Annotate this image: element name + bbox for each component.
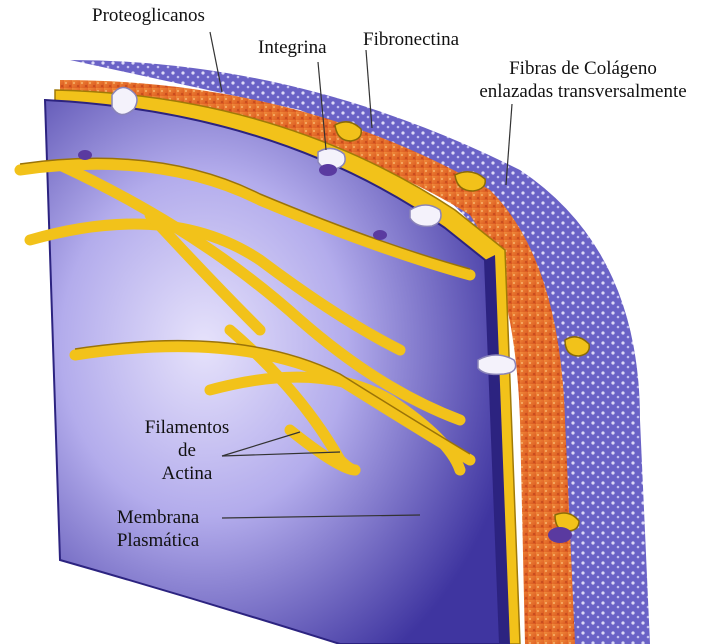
label-filamentos-line-1: Filamentos: [132, 416, 242, 439]
label-filamentos-line-3: Actina: [132, 462, 242, 485]
label-fibras-line-1: Fibras de Colágeno: [458, 57, 708, 80]
label-membrana-line-1: Membrana: [98, 506, 218, 529]
label-filamentos-actina: Filamentos de Actina: [132, 416, 242, 485]
label-fibras-colageno: Fibras de Colágeno enlazadas transversal…: [458, 57, 708, 103]
label-fibras-line-2: enlazadas transversalmente: [458, 80, 708, 103]
integrin: [410, 205, 441, 226]
label-integrina: Integrina: [258, 36, 327, 59]
integrin: [478, 355, 516, 374]
label-membrana-plasmatica: Membrana Plasmática: [98, 506, 218, 552]
label-fibronectina: Fibronectina: [363, 28, 459, 51]
label-membrana-line-2: Plasmática: [98, 529, 218, 552]
label-filamentos-line-2: de: [132, 439, 242, 462]
label-proteoglicanos: Proteoglicanos: [92, 4, 205, 27]
integrin: [112, 87, 137, 114]
